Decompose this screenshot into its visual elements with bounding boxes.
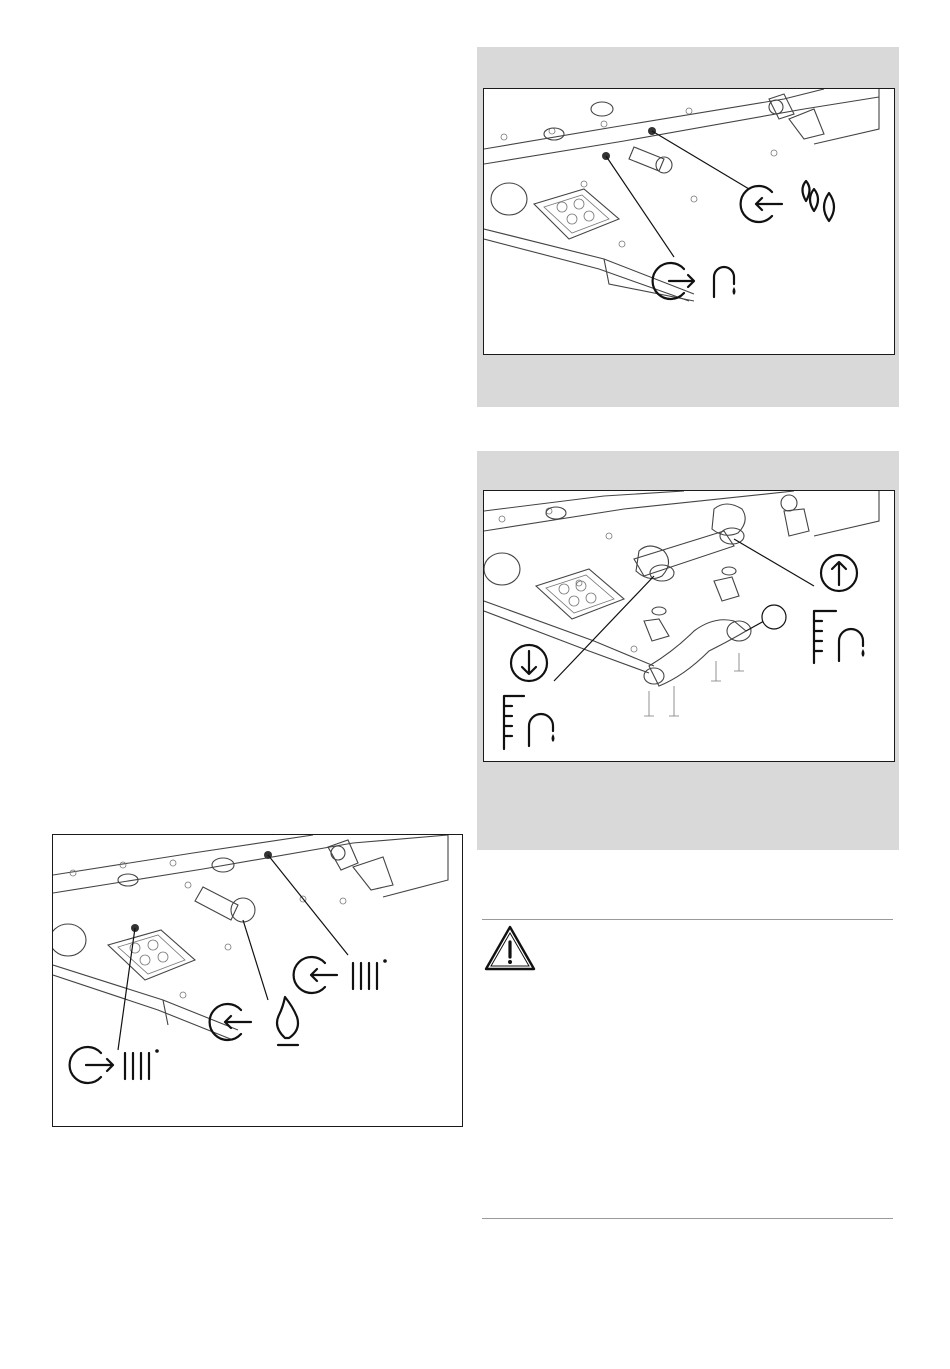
gas-inlet-icon [210, 997, 298, 1045]
heating-flow-outlet-icon [70, 1047, 159, 1083]
boiler-underside-drawing-2 [484, 491, 894, 761]
heating-return-inlet-icon [294, 957, 387, 993]
warning-top-rule [482, 919, 893, 920]
warning-bottom-rule [482, 1218, 893, 1219]
figure-heating-gas [52, 834, 463, 1127]
fill-valve-down-icon [504, 645, 555, 749]
cold-water-inlet-icon [741, 181, 834, 222]
warning-triangle-icon [484, 925, 536, 971]
figure-hot-cold-water [483, 88, 895, 355]
figure-filling-drain-valves [483, 490, 895, 762]
boiler-underside-drawing-1 [484, 89, 894, 354]
boiler-underside-drawing-3 [53, 835, 462, 1126]
drain-valve-up-icon [814, 555, 865, 663]
callout-circle-icon [762, 605, 786, 629]
